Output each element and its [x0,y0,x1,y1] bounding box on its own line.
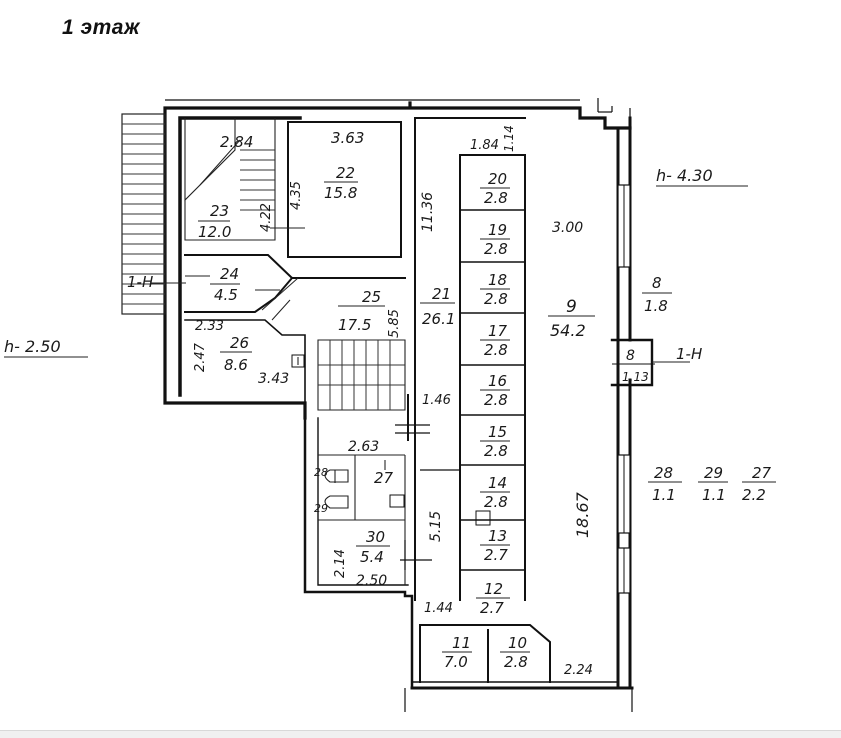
room-22-area: 15.8 [324,184,357,202]
room-17-area: 2.8 [484,341,508,359]
room-21-dim1: 11.36 [420,192,436,232]
room-25-num: 25 [362,288,381,306]
room-12-area: 2.7 [480,599,504,617]
room-9-dim2: 18.67 [573,491,592,538]
room-26-num: 26 [230,334,249,352]
rooms-10-11 [419,624,551,683]
room-24-area: 4.5 [214,286,238,304]
entrance-labels: 1-Н 1-Н [127,273,702,363]
rooms-24-26-walls [184,254,406,404]
room-11-area: 7.0 [444,653,468,671]
room-21-dim3: 5.15 [428,511,444,542]
room-8-num: 8 [626,348,635,364]
room-22-num: 22 [336,164,355,182]
lavatory-labels: 2.63 27 28 29 30 5.4 2.14 2.50 [314,439,394,589]
room-23-dim2: 4.22 [259,203,274,232]
room-27-dim1: 2.63 [348,439,379,455]
exterior-walls [163,101,634,690]
side-area-list: 8 1.8 28 1.1 29 1.1 27 2.2 [642,274,776,504]
room-23-dim1: 2.84 [220,133,253,151]
exterior-stairs [121,113,166,315]
room-9-num: 9 [566,297,577,317]
room-25-area: 17.5 [338,316,371,334]
room-16-num: 16 [488,372,507,390]
ceiling-heights: h- 2.50 h- 4.30 [4,166,748,358]
room-19-area: 2.8 [484,240,508,258]
side-27-area: 2.2 [742,486,766,504]
windows-right [610,184,655,594]
room-20-dim1: 1.84 [470,138,499,153]
room-10-dim1: 2.24 [564,663,593,678]
room-27-num: 27 [374,469,394,487]
room-20-dim2: 1.14 [502,125,516,152]
room-13-area: 2.7 [484,546,508,564]
room-19-num: 19 [488,221,507,239]
room-8-area: 1.13 [622,370,649,384]
lavatory-block [318,454,406,585]
height-left: h- 2.50 [4,337,61,356]
room-28-num: 28 [314,466,328,479]
floor-title: 1 этаж [62,16,140,39]
room-18-num: 18 [488,271,507,289]
vestibule-8-labels: 8 1.13 [622,348,649,384]
room-labels: 2.84 3.63 22 15.8 4.35 23 12.0 4.22 24 4… [193,125,516,542]
room-22-dim1: 3.63 [331,129,364,147]
room-14-num: 14 [488,474,507,492]
room-30-num: 30 [366,528,385,546]
cubicle-column [459,154,526,601]
room-24-num: 24 [220,265,239,283]
room-9-labels: 3.00 9 54.2 18.67 [548,220,595,538]
room-18-area: 2.8 [484,290,508,308]
room-21-dim2: 1.46 [422,393,451,408]
side-27-num: 27 [752,464,772,482]
room-22-dim2: 4.35 [289,181,304,210]
side-29-num: 29 [704,464,723,482]
room-11-num: 11 [452,634,471,652]
bottom-strip [0,730,841,738]
room-26-dim1: 2.33 [195,319,224,334]
room-23-num: 23 [210,202,229,220]
room-14-area: 2.8 [484,493,508,511]
door-marks [395,424,460,570]
side-8-num: 8 [652,274,662,292]
room-30-dim1: 2.14 [333,549,348,578]
room-20-area: 2.8 [484,189,508,207]
room-12-num: 12 [484,580,503,598]
room-12-dim1: 1.44 [424,601,453,616]
room-13-num: 13 [488,527,507,545]
room-21-num: 21 [432,285,451,303]
room-23-area: 12.0 [198,223,231,241]
room-16-area: 2.8 [484,391,508,409]
room-10-area: 2.8 [504,653,528,671]
room-30-area: 5.4 [360,548,384,566]
entrance-left: 1-Н [127,273,153,291]
side-8-area: 1.8 [644,297,668,315]
entrance-right: 1-Н [676,345,702,363]
room-17-num: 17 [488,322,508,340]
side-29-area: 1.1 [702,486,726,504]
room-26-dim2: 2.47 [193,342,208,372]
stair-room-25 [291,339,406,411]
top-outline-details [165,98,633,712]
room-20-num: 20 [488,170,507,188]
room-26-area: 8.6 [224,356,248,374]
height-right: h- 4.30 [656,166,713,185]
room-26-dim3: 3.43 [258,371,289,387]
room-10-num: 10 [508,634,527,652]
stair-room-23 [184,118,276,241]
room-22-outline [287,121,402,258]
side-28-area: 1.1 [652,486,676,504]
room-25-dim1: 5.85 [387,309,402,338]
room-15-num: 15 [488,423,507,441]
room-30-dim2: 2.50 [356,573,387,589]
room-9-area: 54.2 [550,321,586,340]
cubicle-labels: 20 2.8 19 2.8 18 2.8 17 2.8 16 2.8 15 2.… [424,170,593,678]
side-28-num: 28 [654,464,673,482]
room-29-num: 29 [314,502,328,515]
room-9-dim1: 3.00 [552,220,583,236]
room-15-area: 2.8 [484,442,508,460]
room-21-area: 26.1 [422,310,455,328]
